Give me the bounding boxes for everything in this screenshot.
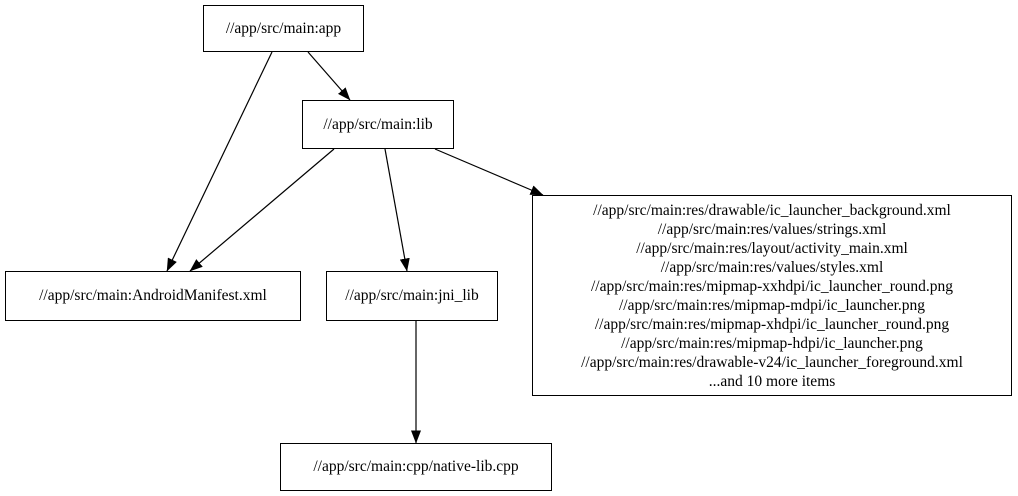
res-group-line: //app/src/main:res/drawable/ic_launcher_… bbox=[593, 201, 951, 219]
node-app-label: //app/src/main:app bbox=[225, 19, 342, 37]
res-group-line: //app/src/main:res/drawable-v24/ic_launc… bbox=[581, 353, 963, 371]
res-group-more-items: ...and 10 more items bbox=[708, 372, 836, 390]
edge-lib-manifest bbox=[189, 148, 335, 272]
res-group-line: //app/src/main:res/layout/activity_main.… bbox=[636, 239, 908, 257]
edge-lib-jni-lib bbox=[384, 148, 410, 272]
res-group-line: //app/src/main:res/mipmap-mdpi/ic_launch… bbox=[618, 296, 926, 314]
res-group-line: //app/src/main:res/mipmap-xhdpi/ic_launc… bbox=[594, 315, 950, 333]
node-app: //app/src/main:app bbox=[203, 5, 364, 52]
res-group-line: //app/src/main:res/mipmap-hdpi/ic_launch… bbox=[621, 334, 923, 352]
node-lib-label: //app/src/main:lib bbox=[323, 115, 433, 133]
node-jni-lib: //app/src/main:jni_lib bbox=[326, 271, 498, 321]
node-lib: //app/src/main:lib bbox=[302, 100, 454, 149]
edge-app-manifest bbox=[166, 51, 273, 272]
node-android-manifest: //app/src/main:AndroidManifest.xml bbox=[5, 271, 301, 321]
res-group-line: //app/src/main:res/values/styles.xml bbox=[660, 258, 884, 276]
edge-lib-res-group bbox=[434, 148, 544, 196]
node-native-lib-cpp: //app/src/main:cpp/native-lib.cpp bbox=[280, 443, 552, 491]
node-jni-lib-label: //app/src/main:jni_lib bbox=[345, 287, 479, 304]
edge-app-lib bbox=[307, 51, 351, 101]
node-native-lib-cpp-label: //app/src/main:cpp/native-lib.cpp bbox=[313, 458, 519, 475]
node-android-manifest-label: //app/src/main:AndroidManifest.xml bbox=[39, 287, 267, 304]
res-group-line: //app/src/main:res/values/strings.xml bbox=[657, 220, 887, 238]
node-res-group: //app/src/main:res/drawable/ic_launcher_… bbox=[532, 195, 1012, 396]
res-group-line: //app/src/main:res/mipmap-xxhdpi/ic_laun… bbox=[590, 277, 953, 295]
